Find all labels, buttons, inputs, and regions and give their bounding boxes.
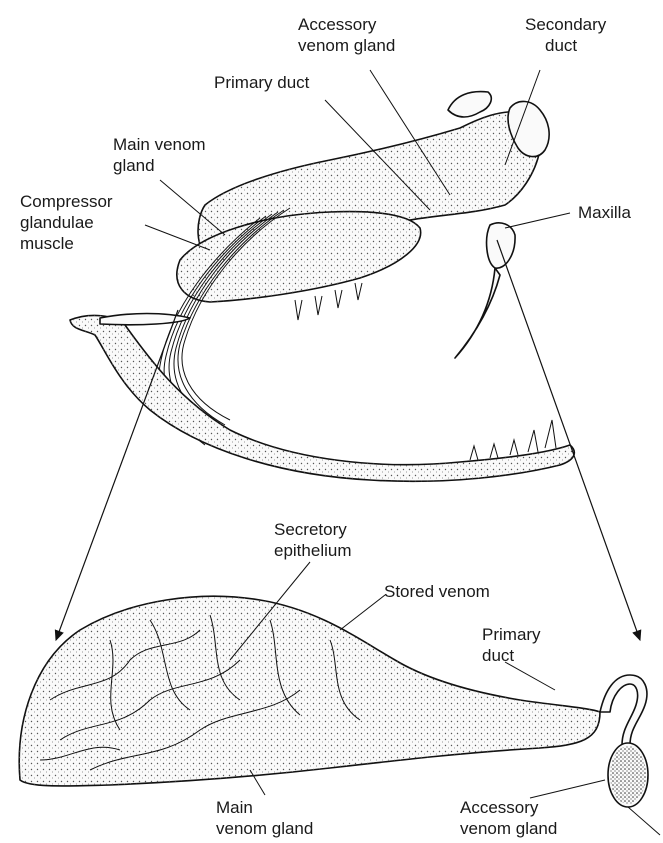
maxilla-bone [487, 223, 515, 268]
label-primary-duct-top: Primary duct [214, 73, 310, 92]
label-stored-venom: Stored venom [384, 582, 490, 601]
label-accessory-gland-top-line2: venom gland [298, 36, 395, 55]
label-maxilla: Maxilla [578, 203, 631, 222]
primary-duct [600, 675, 647, 745]
label-secretory-epithelium-line1: Secretory [274, 520, 347, 539]
label-main-gland-bottom-line2: venom gland [216, 819, 313, 838]
label-accessory-gland-top-line1: Accessory [298, 15, 377, 34]
zoom-arrows [56, 240, 640, 640]
secondary-duct-stub [628, 807, 660, 835]
label-compressor-line3: muscle [20, 234, 74, 253]
label-accessory-gland-bottom-line1: Accessory [460, 798, 539, 817]
label-primary-duct-bottom-line1: Primary [482, 625, 541, 644]
label-secondary-duct-line1: Secondary [525, 15, 607, 34]
fang [455, 268, 500, 358]
label-main-gland-bottom-line1: Main [216, 798, 253, 817]
label-secondary-duct-line2: duct [545, 36, 577, 55]
label-primary-duct-bottom-line2: duct [482, 646, 514, 665]
gland-cross-section [19, 596, 660, 835]
label-accessory-gland-bottom-line2: venom gland [460, 819, 557, 838]
label-compressor-line1: Compressor [20, 192, 113, 211]
premaxilla-shape [448, 92, 491, 117]
label-main-gland-top-line2: gland [113, 156, 155, 175]
label-main-gland-top-line1: Main venom [113, 135, 206, 154]
label-compressor-line2: glandulae [20, 213, 94, 232]
label-secretory-epithelium-line2: epithelium [274, 541, 352, 560]
